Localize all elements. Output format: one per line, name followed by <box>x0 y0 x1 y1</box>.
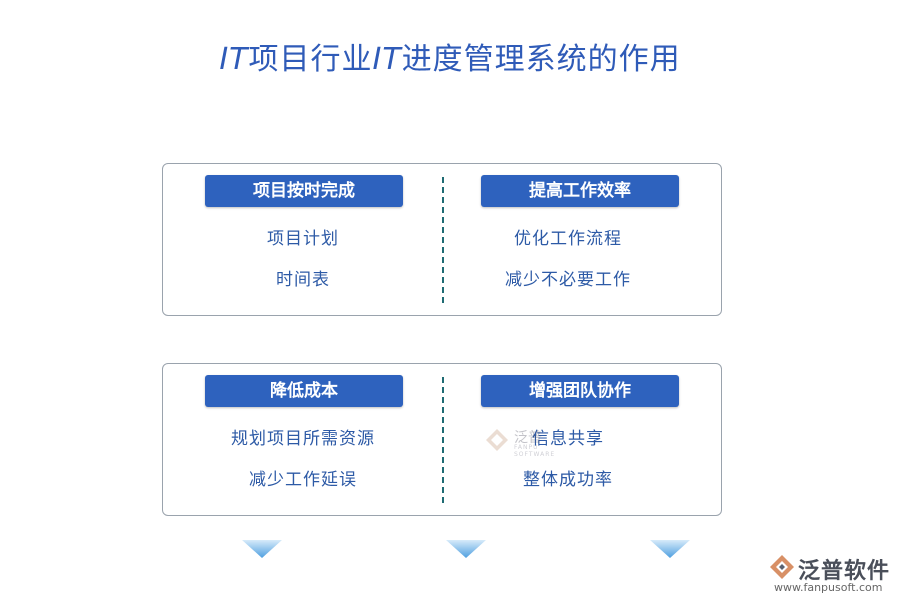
benefit-panel-top: 项目按时完成 项目计划 时间表 提高工作效率 优化工作流程 减少不必要工作 <box>162 163 722 316</box>
benefit-section: 项目按时完成 项目计划 时间表 <box>163 164 443 315</box>
section-header: 项目按时完成 <box>205 175 403 207</box>
down-arrow-icon <box>650 540 690 558</box>
title-part: IT <box>372 42 402 77</box>
section-header: 降低成本 <box>205 375 403 407</box>
section-header: 提高工作效率 <box>481 175 679 207</box>
down-arrow-icon <box>446 540 486 558</box>
title-part: 进度管理系统的作用 <box>401 42 681 77</box>
section-item: 规划项目所需资源 <box>231 429 375 449</box>
section-header: 增强团队协作 <box>481 375 679 407</box>
watermark-subtext: FANPU SOFTWARE <box>514 444 556 458</box>
title-part: 项目行业 <box>248 42 373 77</box>
section-item: 项目计划 <box>267 229 339 249</box>
section-item: 信息共享 <box>532 429 604 449</box>
section-item: 时间表 <box>276 270 330 290</box>
watermark-text: 泛普 <box>514 430 542 446</box>
brand-url: www.fanpusoft.com <box>774 581 883 594</box>
title-part: IT <box>219 42 249 77</box>
dashed-divider <box>442 177 444 303</box>
down-arrow-icon <box>242 540 282 558</box>
benefit-section: 降低成本 规划项目所需资源 减少工作延误 <box>163 364 443 515</box>
brand-logo: 泛普软件 www.fanpusoft.com <box>768 553 898 597</box>
fanpu-logo-icon <box>486 429 508 451</box>
page-title: IT项目行业IT进度管理系统的作用 <box>0 34 900 78</box>
section-item: 减少工作延误 <box>249 470 357 490</box>
watermark-logo: 泛普 FANPU SOFTWARE <box>484 427 554 458</box>
benefit-panel-bottom: 降低成本 规划项目所需资源 减少工作延误 增强团队协作 信息共享 整体成功率 <box>162 363 722 516</box>
section-item: 减少不必要工作 <box>505 270 631 290</box>
brand-name: 泛普软件 <box>798 559 891 584</box>
fanpu-brand-icon <box>770 555 794 579</box>
section-item: 优化工作流程 <box>514 229 622 249</box>
dashed-divider <box>442 377 444 503</box>
benefit-section: 提高工作效率 优化工作流程 减少不必要工作 <box>443 164 723 315</box>
section-item: 整体成功率 <box>523 470 613 490</box>
benefit-section: 增强团队协作 信息共享 整体成功率 <box>443 364 723 515</box>
